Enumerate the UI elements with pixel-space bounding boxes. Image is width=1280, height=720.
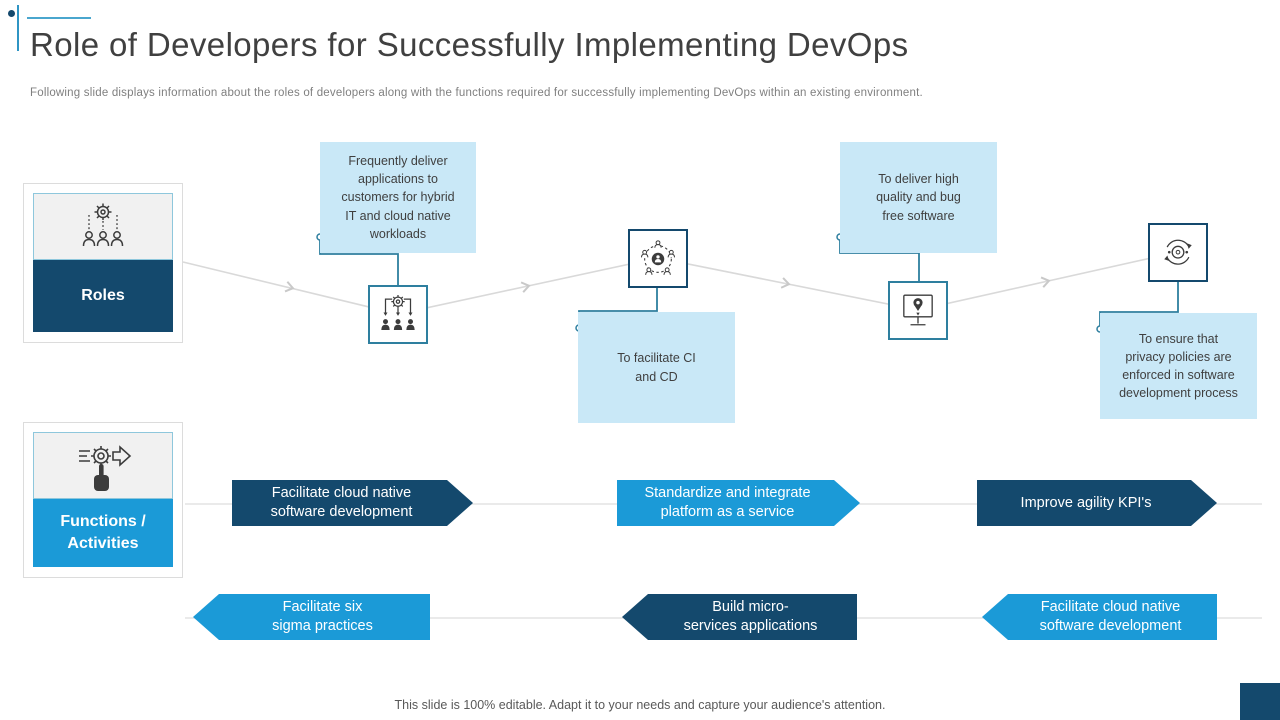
roles-card: Roles bbox=[23, 183, 183, 343]
backward-arrow-2: Build micro- services applications bbox=[622, 594, 857, 640]
roles-label: Roles bbox=[33, 260, 173, 332]
step-box-1 bbox=[368, 285, 428, 344]
callout-frequently-deliver: Frequently deliver applications to custo… bbox=[320, 142, 476, 253]
backward-arrow-1: Facilitate six sigma practices bbox=[193, 594, 430, 640]
page-subtitle: Following slide displays information abo… bbox=[30, 87, 923, 99]
functions-label: Functions / Activities bbox=[33, 499, 173, 567]
gear-people-icon bbox=[82, 203, 124, 246]
functions-icon-panel bbox=[33, 432, 173, 499]
corner-dot-ornament bbox=[8, 10, 15, 17]
corner-square-ornament bbox=[1240, 683, 1280, 720]
gear-arrow-hand-icon bbox=[79, 444, 132, 491]
corner-vertical-line bbox=[17, 5, 19, 51]
footer-note: This slide is 100% editable. Adapt it to… bbox=[394, 698, 886, 712]
monitor-location-pin-icon bbox=[903, 294, 933, 325]
forward-arrow-3: Improve agility KPI's bbox=[977, 480, 1217, 526]
callout-facilitate-ci-cd: To facilitate CI and CD bbox=[578, 312, 735, 423]
gear-delegate-team-icon bbox=[381, 294, 415, 330]
step-box-3 bbox=[888, 281, 948, 340]
callout-deliver-quality: To deliver high quality and bug free sof… bbox=[840, 142, 997, 253]
step-box-2 bbox=[628, 229, 688, 288]
functions-card: Functions / Activities bbox=[23, 422, 183, 578]
roles-icon-panel bbox=[33, 193, 173, 260]
step-box-4 bbox=[1148, 223, 1208, 282]
sync-process-icon bbox=[1164, 239, 1192, 265]
page-title: Role of Developers for Successfully Impl… bbox=[30, 26, 909, 63]
zigzag-arrowheads bbox=[284, 276, 1051, 293]
backward-arrow-3: Facilitate cloud native software develop… bbox=[982, 594, 1217, 640]
callout-privacy-policies: To ensure that privacy policies are enfo… bbox=[1100, 313, 1257, 419]
corner-horizontal-line bbox=[27, 17, 91, 19]
team-collaboration-circle-icon bbox=[641, 239, 675, 275]
forward-arrow-2: Standardize and integrate platform as a … bbox=[617, 480, 860, 526]
forward-arrow-1: Facilitate cloud native software develop… bbox=[232, 480, 473, 526]
